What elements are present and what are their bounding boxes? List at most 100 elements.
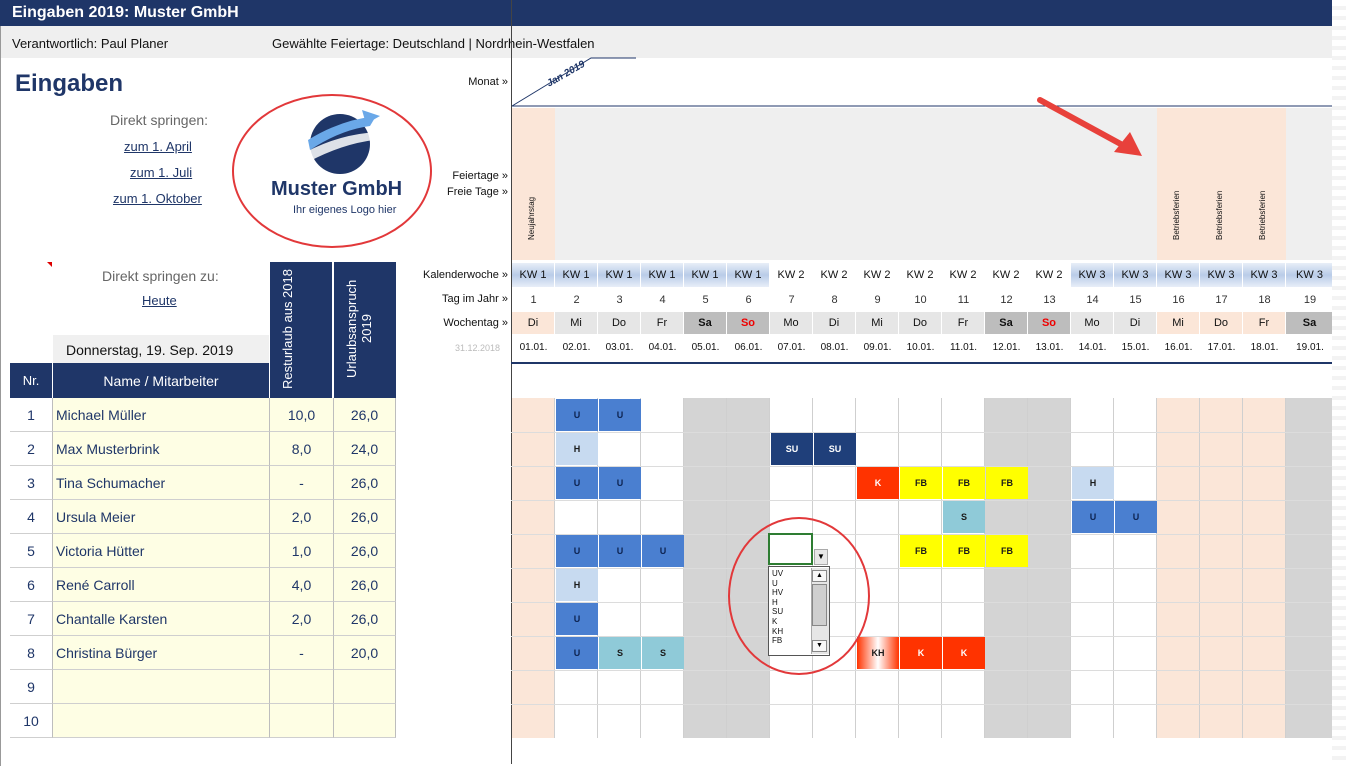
row-number[interactable]: 7 bbox=[10, 602, 53, 636]
employee-name[interactable]: Max Musterbrink bbox=[53, 432, 270, 466]
weekday-row-label: Wochentag » bbox=[443, 317, 508, 329]
employee-name[interactable]: Tina Schumacher bbox=[53, 466, 270, 500]
row-number[interactable]: 10 bbox=[10, 704, 53, 738]
date-cell: 15.01. bbox=[1121, 341, 1150, 353]
absence-entry[interactable]: SU bbox=[814, 433, 856, 465]
rest-vacation[interactable]: 8,0 bbox=[270, 432, 334, 466]
holiday-column bbox=[641, 108, 685, 260]
rest-vacation[interactable] bbox=[270, 670, 334, 704]
weekday-cell: Di bbox=[813, 312, 856, 334]
employee-name[interactable] bbox=[53, 704, 270, 738]
vacation-entitlement[interactable]: 26,0 bbox=[334, 534, 396, 568]
vacation-entitlement[interactable] bbox=[334, 670, 396, 704]
torn-edge bbox=[1332, 0, 1346, 764]
vacation-entitlement[interactable]: 26,0 bbox=[334, 500, 396, 534]
vacation-entitlement[interactable]: 26,0 bbox=[334, 398, 396, 432]
row-number[interactable]: 9 bbox=[10, 670, 53, 704]
logo-highlight-circle bbox=[232, 94, 432, 248]
vacation-entitlement[interactable]: 20,0 bbox=[334, 636, 396, 670]
holiday-column bbox=[985, 108, 1029, 260]
row-number[interactable]: 1 bbox=[10, 398, 53, 432]
holidays-row-label: Feiertage » bbox=[452, 170, 508, 182]
calendar-week-cell: KW 1 bbox=[598, 263, 641, 287]
calendar-week-cell: KW 2 bbox=[1028, 263, 1071, 287]
rest-vacation[interactable]: - bbox=[270, 636, 334, 670]
vacation-entitlement[interactable]: 26,0 bbox=[334, 466, 396, 500]
absence-entry[interactable]: U bbox=[599, 535, 641, 567]
date-cell: 11.01. bbox=[949, 341, 978, 353]
rest-vacation[interactable]: 2,0 bbox=[270, 500, 334, 534]
holiday-column bbox=[727, 108, 771, 260]
jump-april-link[interactable]: zum 1. April bbox=[124, 139, 192, 154]
employee-name[interactable]: Chantalle Karsten bbox=[53, 602, 270, 636]
absence-entry[interactable]: U bbox=[556, 603, 598, 635]
absence-entry[interactable]: FB bbox=[986, 535, 1028, 567]
absence-entry[interactable]: U bbox=[556, 535, 598, 567]
weekday-cell: Di bbox=[512, 312, 555, 334]
rest-vacation[interactable]: - bbox=[270, 466, 334, 500]
calendar-week-cell: KW 3 bbox=[1157, 263, 1200, 287]
employee-name[interactable]: Michael Müller bbox=[53, 398, 270, 432]
row-number[interactable]: 2 bbox=[10, 432, 53, 466]
rest-vacation[interactable] bbox=[270, 704, 334, 738]
employee-name[interactable]: René Carroll bbox=[53, 568, 270, 602]
absence-entry[interactable]: K bbox=[857, 467, 899, 499]
absence-entry[interactable]: FB bbox=[900, 535, 942, 567]
row-number[interactable]: 6 bbox=[10, 568, 53, 602]
rest-vacation[interactable]: 1,0 bbox=[270, 534, 334, 568]
jump-october-link[interactable]: zum 1. Oktober bbox=[113, 191, 202, 206]
absence-entry[interactable]: U bbox=[556, 637, 598, 669]
absence-entry[interactable]: FB bbox=[900, 467, 942, 499]
absence-entry[interactable]: U bbox=[599, 399, 641, 431]
row-number[interactable]: 5 bbox=[10, 534, 53, 568]
absence-entry[interactable]: S bbox=[943, 501, 985, 533]
prev-date: 31.12.2018 bbox=[455, 343, 501, 353]
absence-entry[interactable]: S bbox=[642, 637, 684, 669]
absence-entry[interactable]: SU bbox=[771, 433, 813, 465]
absence-entry[interactable]: KH bbox=[857, 637, 899, 669]
rest-header-bg bbox=[270, 262, 332, 398]
calendar-week-cell: KW 3 bbox=[1243, 263, 1286, 287]
day-of-year-cell: 13 bbox=[1043, 294, 1056, 306]
absence-entry[interactable]: U bbox=[1072, 501, 1114, 533]
rest-vacation[interactable]: 4,0 bbox=[270, 568, 334, 602]
absence-entry[interactable]: U bbox=[599, 467, 641, 499]
row-number[interactable]: 8 bbox=[10, 636, 53, 670]
absence-entry[interactable]: FB bbox=[943, 535, 985, 567]
absence-entry[interactable]: FB bbox=[943, 467, 985, 499]
absence-entry[interactable]: H bbox=[556, 569, 598, 601]
absence-entry[interactable]: H bbox=[556, 433, 598, 465]
rest-vacation[interactable]: 2,0 bbox=[270, 602, 334, 636]
comment-marker bbox=[47, 262, 52, 267]
employee-name[interactable]: Victoria Hütter bbox=[53, 534, 270, 568]
calendar-week-cell: KW 1 bbox=[727, 263, 770, 287]
absence-entry[interactable]: S bbox=[599, 637, 641, 669]
vacation-entitlement[interactable]: 26,0 bbox=[334, 568, 396, 602]
absence-entry[interactable]: FB bbox=[986, 467, 1028, 499]
grid-separator bbox=[511, 636, 1334, 637]
absence-entry[interactable]: K bbox=[900, 637, 942, 669]
employee-name[interactable] bbox=[53, 670, 270, 704]
holidays-text: Gewählte Feiertage: Deutschland | Nordrh… bbox=[272, 36, 595, 51]
absence-entry[interactable]: U bbox=[556, 467, 598, 499]
calendar-week-cell: KW 3 bbox=[1114, 263, 1157, 287]
holiday-column bbox=[684, 108, 728, 260]
grid-separator bbox=[511, 670, 1334, 671]
today-link[interactable]: Heute bbox=[142, 293, 177, 308]
row-number[interactable]: 3 bbox=[10, 466, 53, 500]
row-number[interactable]: 4 bbox=[10, 500, 53, 534]
absence-entry[interactable]: U bbox=[642, 535, 684, 567]
absence-entry[interactable]: U bbox=[556, 399, 598, 431]
jump-july-link[interactable]: zum 1. Juli bbox=[130, 165, 193, 180]
rest-vacation[interactable]: 10,0 bbox=[270, 398, 334, 432]
absence-entry[interactable]: U bbox=[1115, 501, 1157, 533]
absence-entry[interactable]: K bbox=[943, 637, 985, 669]
day-of-year-cell: 9 bbox=[874, 294, 881, 306]
employee-name[interactable]: Ursula Meier bbox=[53, 500, 270, 534]
employee-name[interactable]: Christina Bürger bbox=[53, 636, 270, 670]
absence-entry[interactable]: H bbox=[1072, 467, 1114, 499]
date-cell: 19.01. bbox=[1296, 341, 1324, 353]
vacation-entitlement[interactable] bbox=[334, 704, 396, 738]
vacation-entitlement[interactable]: 24,0 bbox=[334, 432, 396, 466]
vacation-entitlement[interactable]: 26,0 bbox=[334, 602, 396, 636]
